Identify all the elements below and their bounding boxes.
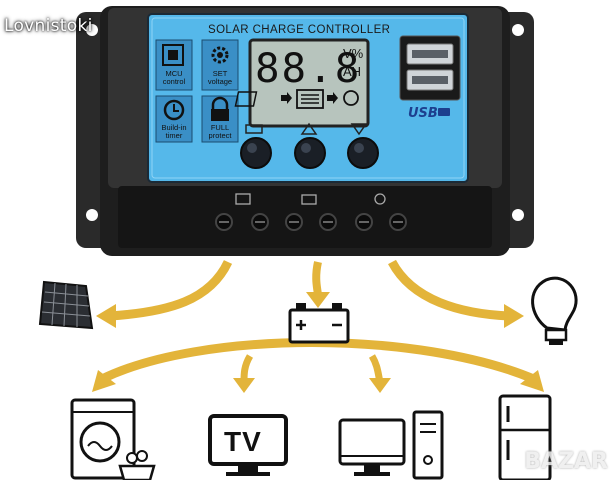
watermark-bottom: BAZAR xyxy=(524,449,608,474)
arrow-head xyxy=(369,378,391,393)
solar-charge-controller xyxy=(76,6,534,256)
lock-icon xyxy=(211,109,229,121)
gear-core xyxy=(217,52,223,58)
usb-port-1-tongue xyxy=(412,50,448,58)
up-button[interactable] xyxy=(294,137,326,169)
terminal-bulb-icon xyxy=(374,193,386,205)
terminal-battery-icon xyxy=(301,194,317,205)
panel-highlight xyxy=(151,17,465,179)
battery-icon xyxy=(288,303,350,344)
arrow-head xyxy=(96,304,116,328)
menu-symbol-icon xyxy=(245,124,263,134)
arrow-head xyxy=(92,370,116,392)
tv-label: TV xyxy=(224,426,262,457)
menu-button[interactable] xyxy=(240,137,272,169)
clock-hands xyxy=(173,104,179,112)
arrow-head xyxy=(504,304,524,328)
lcd-arrow-icon xyxy=(327,92,338,104)
arrow-to-solar xyxy=(109,259,233,321)
solar-panel-icon xyxy=(38,280,94,330)
lcd-solar-icon xyxy=(234,91,258,107)
arrow-to-loads xyxy=(97,338,538,385)
terminal-block xyxy=(118,186,492,248)
lcd-screen xyxy=(248,38,370,128)
usb-port-2-tongue xyxy=(412,76,448,84)
lcd-unit-ah: AH xyxy=(343,64,362,79)
up-symbol-icon xyxy=(300,122,318,135)
clock-icon xyxy=(163,99,185,121)
washing-machine-icon xyxy=(70,398,156,480)
terminal-solar-icon xyxy=(235,193,251,205)
usb-symbol-icon xyxy=(438,108,450,116)
mount-hole xyxy=(86,209,98,221)
lcd-unit-percent: V% xyxy=(343,46,364,61)
screw-terminals xyxy=(215,213,407,231)
button-shine xyxy=(354,143,364,153)
lcd-battery-icon xyxy=(296,89,324,109)
down-button[interactable] xyxy=(347,137,379,169)
controller-title: SOLAR CHARGE CONTROLLER xyxy=(208,24,391,36)
down-symbol-icon xyxy=(350,123,368,136)
refrigerator-icon xyxy=(498,394,552,480)
gear-icon xyxy=(211,46,229,64)
arrow-to-bulb xyxy=(388,259,511,321)
tv-icon xyxy=(208,414,288,476)
chip-core xyxy=(168,50,178,60)
lcd-arrow-icon xyxy=(281,92,292,104)
lcd-display-value: 88.8 xyxy=(254,46,362,92)
usb-label: USB xyxy=(408,106,438,121)
terminal-symbols xyxy=(235,193,386,205)
desktop-computer-icon xyxy=(338,410,444,480)
arrow-to-battery xyxy=(312,261,322,297)
mount-hole xyxy=(86,24,98,36)
lock-shackle xyxy=(211,96,229,110)
light-bulb-icon xyxy=(531,276,578,345)
watermark-top: Lovnistoki xyxy=(4,16,93,36)
arrow-head xyxy=(306,292,330,308)
arrow-head xyxy=(233,378,255,393)
mount-hole xyxy=(512,24,524,36)
mount-hole xyxy=(512,209,524,221)
button-shine xyxy=(301,143,311,153)
arrow-head xyxy=(520,370,544,392)
lcd-bulb-icon xyxy=(343,90,359,106)
chip-icon xyxy=(162,44,184,66)
button-shine xyxy=(247,143,257,153)
lcd-flow-icons xyxy=(234,89,359,109)
